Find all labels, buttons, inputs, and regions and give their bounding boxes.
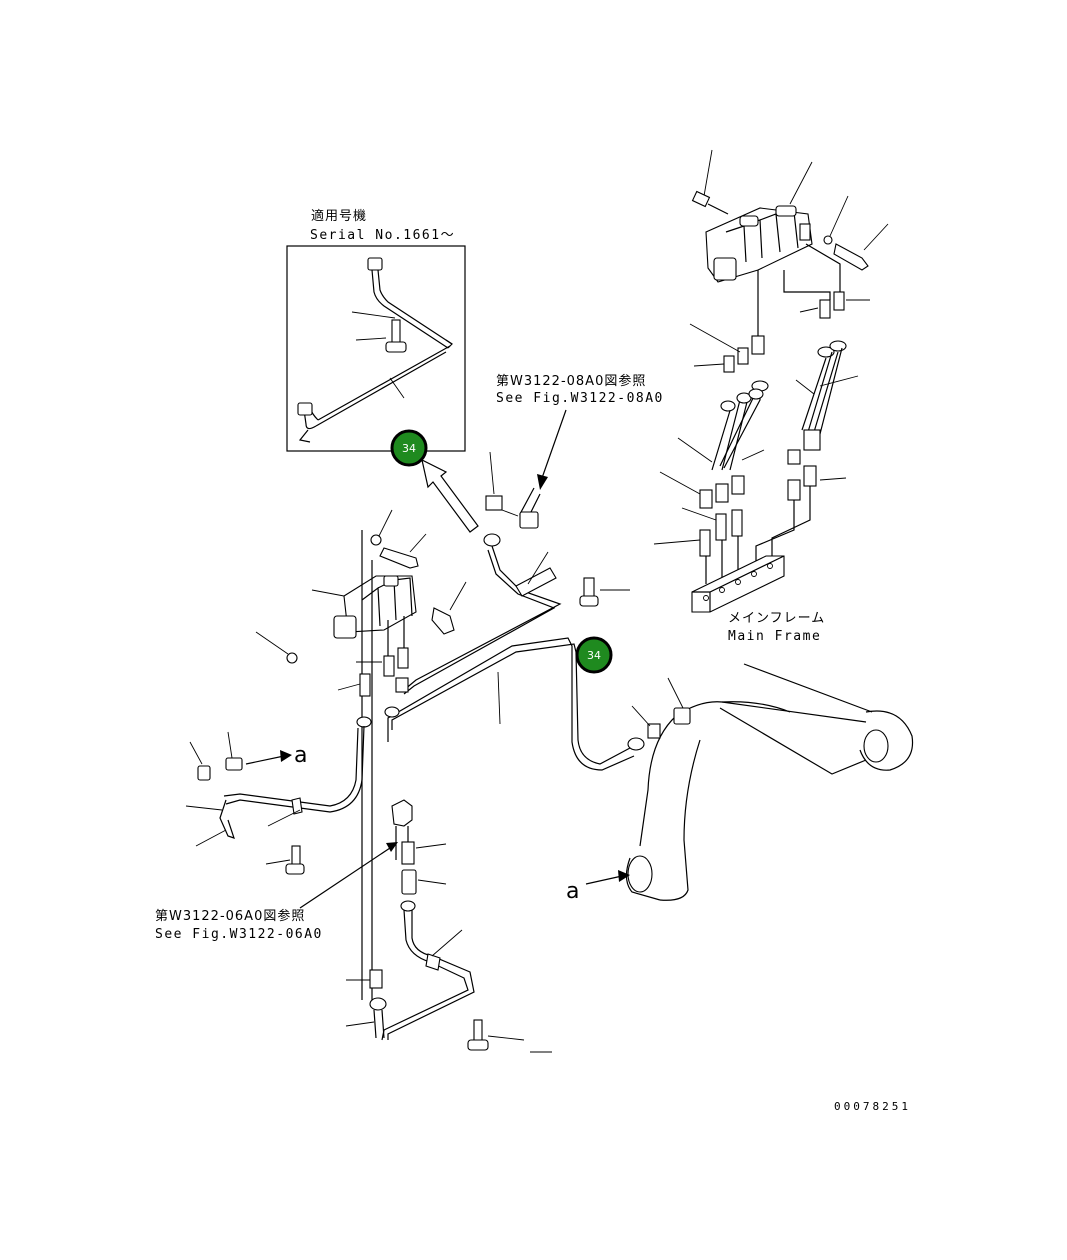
reference-top: 第W3122-08A0図参照 See Fig.W3122-08A0 <box>485 373 664 529</box>
view-letter-right: a <box>566 879 579 904</box>
reference-bottom-en: See Fig.W3122-06A0 <box>155 927 323 942</box>
main-frame-structure: a <box>566 663 914 904</box>
view-letter-left: a <box>294 743 307 768</box>
callout-34-pipe-number: 34 <box>587 649 601 662</box>
callout-34-pipe[interactable]: 34 <box>575 636 613 674</box>
inset-arrow <box>421 458 479 533</box>
inset-title-en: Serial No.1661～ <box>310 228 455 243</box>
right-fitting-cluster <box>653 291 870 584</box>
drawing-code: 00078251 <box>834 1100 911 1113</box>
manifold-block: メインフレーム Main Frame <box>691 555 825 644</box>
main-pipe-run <box>387 533 645 771</box>
main-frame-label-jp: メインフレーム <box>728 611 825 626</box>
reference-bottom-jp: 第W3122-06A0図参照 <box>155 908 305 924</box>
lower-pipe-assembly <box>345 799 552 1053</box>
inset-pipe <box>297 257 453 443</box>
reference-top-jp: 第W3122-08A0図参照 <box>496 373 646 389</box>
reference-top-en: See Fig.W3122-08A0 <box>496 391 664 406</box>
inset-title-jp: 適用号機 <box>311 208 367 224</box>
callout-34-inset-number: 34 <box>402 442 416 455</box>
left-lower-pipe: a <box>185 725 365 875</box>
main-frame-label-en: Main Frame <box>728 629 821 644</box>
callout-34-inset[interactable]: 34 <box>390 429 428 467</box>
inset-panel: 適用号機 Serial No.1661～ <box>286 208 466 452</box>
left-valve-assembly <box>255 509 467 1000</box>
reference-bottom: 第W3122-06A0図参照 See Fig.W3122-06A0 <box>155 842 398 942</box>
inset-frame <box>286 245 466 452</box>
upper-right-valve-assembly <box>691 149 889 340</box>
